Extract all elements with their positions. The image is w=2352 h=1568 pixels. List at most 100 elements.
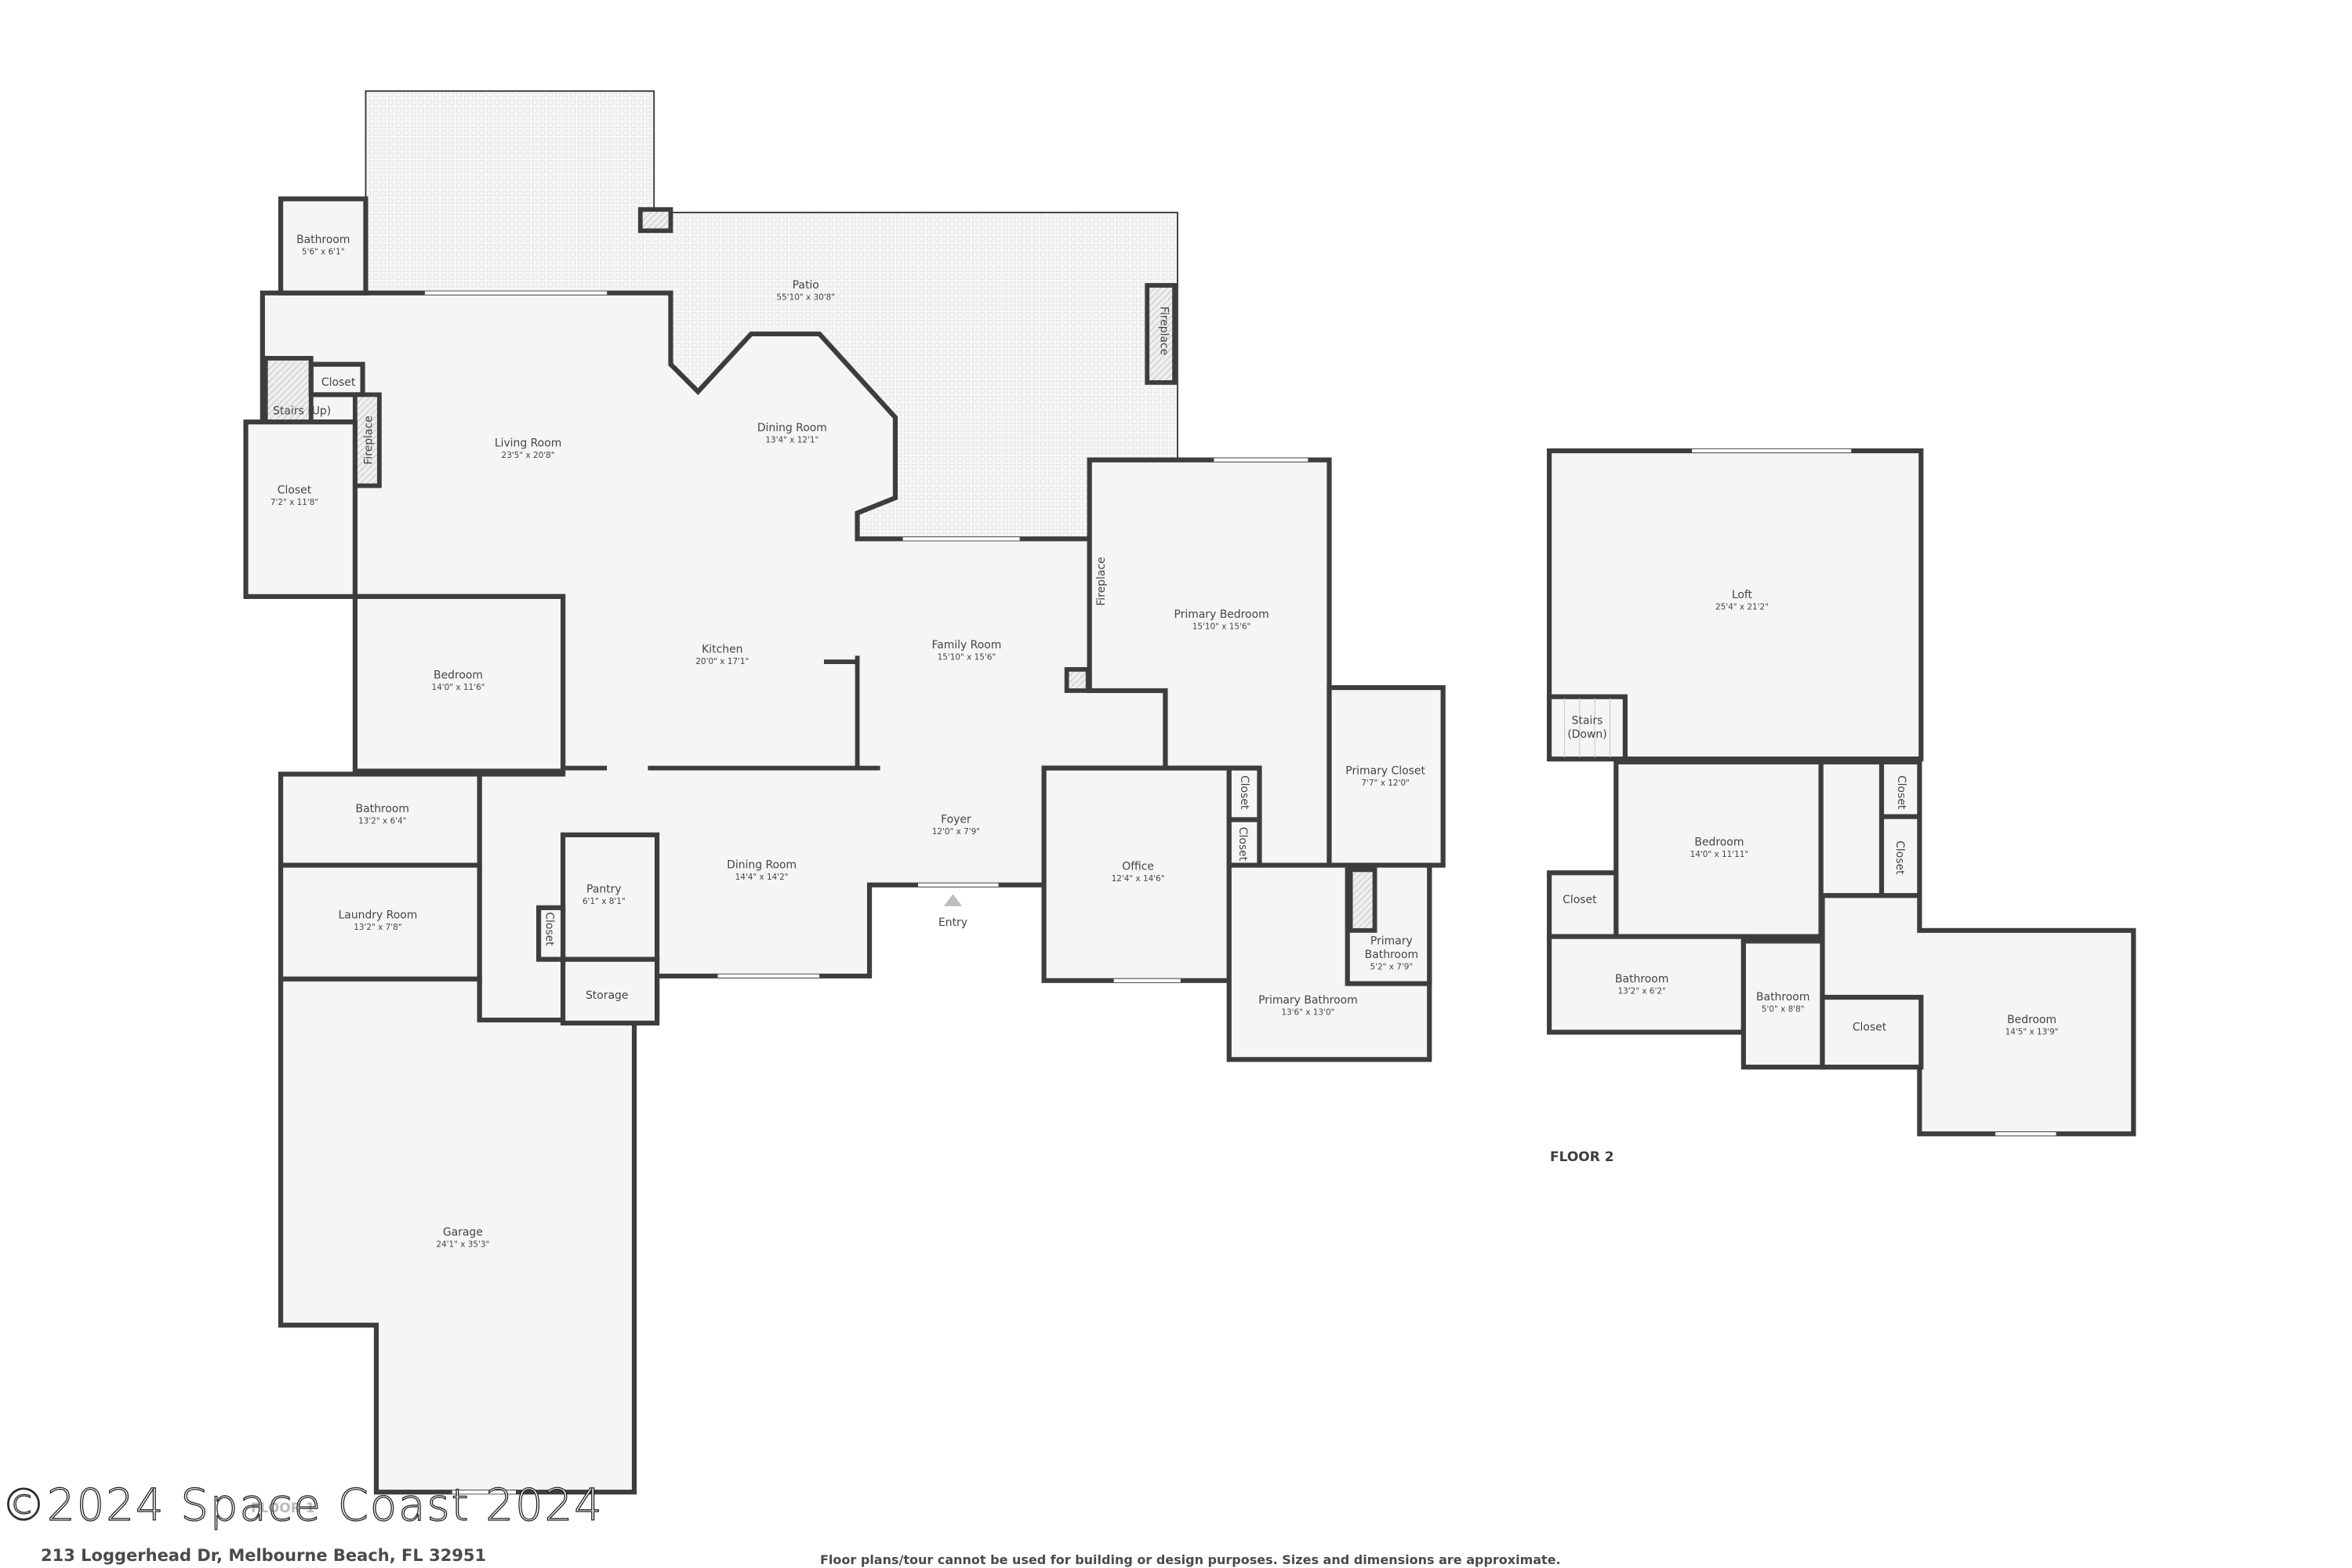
- floor-1-label: FLOOR 1: [251, 1501, 315, 1516]
- room-dimensions: 55'10" x 30'8": [776, 292, 835, 302]
- room-dimensions: 7'7" x 12'0": [1361, 779, 1409, 788]
- room-dimensions: 7'2" x 11'8": [270, 498, 318, 507]
- room-label: Closet: [1236, 827, 1249, 862]
- room-closet-pantry: [536, 905, 566, 962]
- room-name: Dining Room: [757, 422, 827, 434]
- room-closet-large: [243, 419, 358, 599]
- room-name: Closet: [278, 484, 312, 496]
- room-name: Closet: [1893, 840, 1906, 875]
- stairs-down: [1547, 694, 1628, 762]
- room-label: Closet: [1895, 775, 1907, 810]
- room-name: Garage: [443, 1226, 483, 1239]
- room-name: Bathroom: [1365, 949, 1418, 961]
- room-dimensions: 15'10" x 15'6": [1192, 622, 1251, 632]
- room-bathroom-top: [278, 196, 368, 296]
- room-name: Foyer: [941, 813, 971, 826]
- room-closet-office-1: [1226, 765, 1262, 822]
- room-name: Bathroom: [1615, 973, 1668, 985]
- room-dimensions: 5'0" x 8'8": [1762, 1005, 1805, 1014]
- room-pantry: [560, 832, 660, 962]
- room-dimensions: 14'0" x 11'11": [1690, 850, 1749, 859]
- room-label: Closet: [1563, 894, 1597, 906]
- room-dimensions: 15'10" x 15'6": [938, 652, 996, 662]
- room-dimensions: 13'6" x 13'0": [1281, 1007, 1334, 1017]
- room-dimensions: 14'5" x 13'9": [2005, 1028, 2059, 1037]
- room-label: Living Room 23'5" x 20'8": [495, 437, 561, 459]
- disclaimer: Floor plans/tour cannot be used for buil…: [820, 1552, 1561, 1567]
- room-label: Fireplace: [362, 416, 375, 464]
- room-name: Stairs: [1572, 715, 1603, 728]
- room-name: Laundry Room: [339, 909, 418, 921]
- room-bathroom-2: [278, 771, 482, 868]
- room-name: Bathroom: [356, 803, 409, 815]
- room-name: Fireplace: [362, 416, 375, 464]
- room-bathroom-2b: [1740, 938, 1825, 1070]
- room-name: Living Room: [495, 437, 561, 449]
- room-dimensions: 24'1" x 35'3": [436, 1240, 489, 1250]
- room-dimensions: 14'0" x 11'6": [432, 683, 485, 692]
- room-dimensions: 23'5" x 20'8": [502, 451, 555, 460]
- entry-arrow-icon: [943, 894, 963, 906]
- room-name: Stairs (Up): [273, 405, 331, 418]
- room-name: Office: [1122, 861, 1154, 873]
- room-name: Entry: [938, 916, 967, 929]
- room-name: Bathroom: [1756, 991, 1809, 1004]
- room-name: Closet: [1236, 827, 1249, 862]
- room-name: Bedroom: [1694, 837, 1744, 849]
- room-closet-2a: [1878, 759, 1922, 819]
- room-name: Closet: [321, 376, 356, 389]
- room-name: Closet: [1895, 775, 1907, 810]
- room-name: Storage: [586, 989, 628, 1002]
- room-name: Primary Bedroom: [1174, 608, 1269, 621]
- room-label: Closet: [1238, 775, 1250, 810]
- room-name: Bathroom: [296, 234, 350, 246]
- room-name: Closet: [1853, 1022, 1887, 1034]
- room-dimensions: 13'2" x 7'8": [354, 923, 401, 932]
- room-name: Closet: [543, 912, 556, 946]
- room-label: Closet 7'2" x 11'8": [270, 484, 318, 506]
- room-dimensions: 12'0" x 7'9": [932, 827, 980, 837]
- room-label: Closet: [1893, 840, 1906, 875]
- room-label: Fireplace: [1095, 557, 1108, 605]
- room-name: Bedroom: [434, 670, 483, 682]
- fireplace-living: [353, 392, 382, 488]
- room-garage: [278, 976, 637, 1495]
- room-name: Patio: [793, 279, 819, 292]
- room-name: Fireplace: [1158, 307, 1171, 355]
- room-name: Closet: [1563, 894, 1597, 906]
- room-name: Fireplace: [1095, 557, 1108, 605]
- room-dimensions: 12'4" x 14'6": [1112, 874, 1165, 884]
- room-name: (Down): [1567, 728, 1606, 741]
- watermark: ©2024 Space Coast 2024: [1, 1479, 604, 1531]
- room-name: Dining Room: [727, 859, 797, 872]
- room-closet-2b: [1878, 814, 1922, 898]
- room-name: Loft: [1732, 589, 1753, 601]
- room-name: Pantry: [586, 884, 622, 896]
- room-label: Laundry Room 13'2" x 7'8": [339, 909, 418, 931]
- room-closet-office-2: [1226, 817, 1262, 868]
- room-label: Stairs (Up): [273, 405, 331, 418]
- room-label: Closet: [543, 912, 556, 946]
- room-dimensions: 14'4" x 14'2": [735, 873, 789, 882]
- room-dimensions: 5'2" x 7'9": [1370, 962, 1413, 971]
- room-name: Primary Closet: [1345, 765, 1425, 778]
